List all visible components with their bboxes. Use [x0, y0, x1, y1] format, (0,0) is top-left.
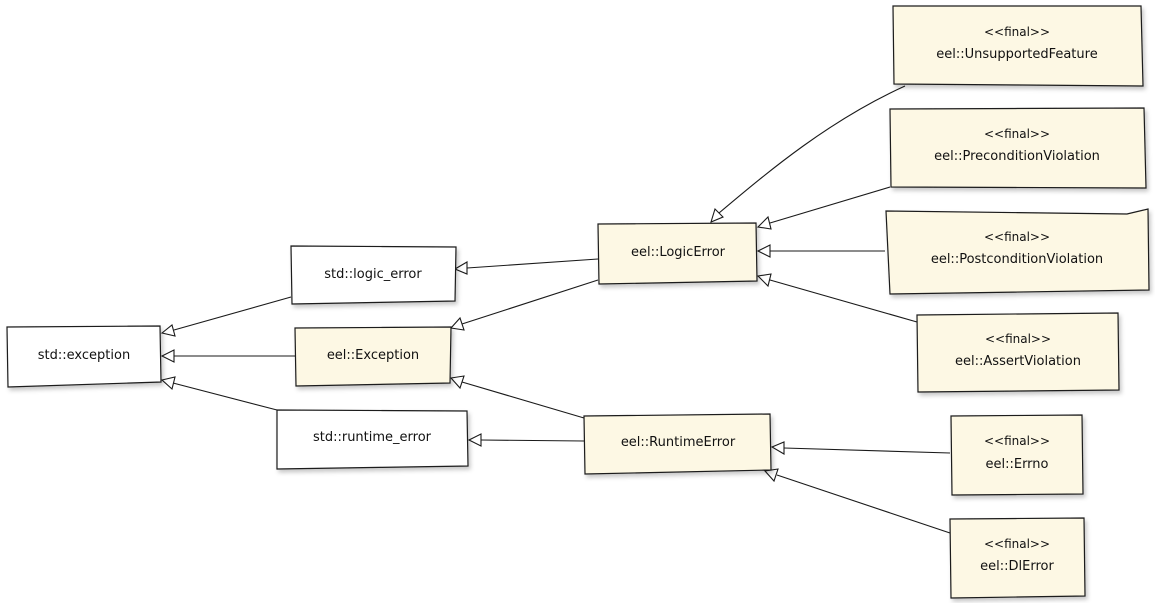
class-name: eel::Exception [327, 348, 419, 363]
edge-logic-error-to-exception [160, 296, 292, 337]
class-name: std::logic_error [324, 267, 422, 282]
class-eel-logic-error[interactable]: eel::LogicError [597, 222, 758, 285]
class-stereotype: <<final>> [984, 537, 1050, 551]
edge-eel-logic-error-to-std-logic-error [453, 258, 599, 275]
class-name: eel::Errno [985, 457, 1048, 472]
edge-eel-runtime-error-to-std-runtime-error [467, 433, 585, 447]
class-std-exception[interactable]: std::exception [6, 325, 162, 388]
edge-eel-logic-error-to-eel-exception [449, 279, 599, 331]
class-assert-violation[interactable]: <<final>> eel::AssertViolation [916, 312, 1120, 393]
edge-eel-runtime-error-to-eel-exception [449, 375, 585, 419]
class-stereotype: <<final>> [985, 332, 1051, 346]
edge-assert-violation-to-logic-error [756, 273, 918, 323]
edge-unsupported-feature-to-logic-error [710, 85, 906, 223]
class-name: eel::PreconditionViolation [934, 149, 1100, 164]
edge-runtime-error-to-exception [160, 376, 278, 411]
edge-errno-to-runtime-error [770, 441, 951, 455]
edge-precondition-to-logic-error [756, 186, 891, 230]
class-name: std::runtime_error [313, 430, 432, 445]
class-name: eel::LogicError [631, 245, 726, 260]
class-eel-exception[interactable]: eel::Exception [294, 326, 452, 387]
class-std-runtime-error[interactable]: std::runtime_error [276, 409, 469, 470]
class-unsupported-feature[interactable]: <<final>> eel::UnsupportedFeature [892, 5, 1144, 87]
class-stereotype: <<final>> [984, 25, 1050, 39]
class-dl-error[interactable]: <<final>> eel::DlError [949, 517, 1086, 599]
class-errno[interactable]: <<final>> eel::Errno [950, 414, 1084, 496]
edge-dl-error-to-runtime-error [763, 468, 951, 534]
class-name: eel::PostconditionViolation [931, 252, 1103, 267]
class-name: eel::DlError [980, 559, 1054, 574]
class-stereotype: <<final>> [984, 230, 1050, 244]
edge-postcondition-to-logic-error [756, 244, 885, 258]
class-name: std::exception [38, 348, 130, 363]
class-name: eel::RuntimeError [621, 435, 736, 450]
edge-eel-exception-to-std-exception [160, 349, 295, 363]
class-stereotype: <<final>> [984, 434, 1050, 448]
class-name: eel::UnsupportedFeature [936, 47, 1097, 62]
class-postcondition-violation[interactable]: <<final>> eel::PostconditionViolation [885, 208, 1150, 295]
class-std-logic-error[interactable]: std::logic_error [290, 245, 457, 305]
class-eel-runtime-error[interactable]: eel::RuntimeError [583, 413, 772, 475]
class-name: eel::AssertViolation [955, 354, 1081, 369]
class-stereotype: <<final>> [984, 127, 1050, 141]
inheritance-edges [160, 85, 951, 534]
class-precondition-violation[interactable]: <<final>> eel::PreconditionViolation [889, 107, 1147, 189]
